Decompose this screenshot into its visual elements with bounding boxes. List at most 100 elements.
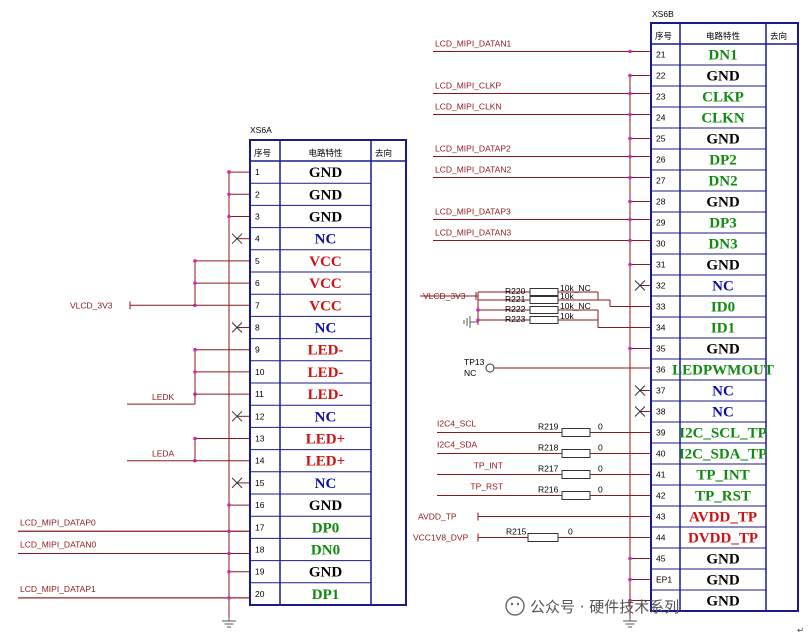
xs6a-signal-name: NC bbox=[315, 232, 337, 248]
xs6b-signal-name: NC bbox=[712, 279, 734, 295]
xs6b-signal-name: LEDPWMOUT bbox=[672, 363, 774, 379]
xs6b-signal-name: CLKN bbox=[701, 111, 745, 127]
xs6a-signal-name: LED+ bbox=[306, 432, 345, 448]
junction-dot bbox=[628, 346, 632, 351]
resistor-value: 10k_NC bbox=[560, 283, 591, 293]
wechat-icon bbox=[505, 596, 525, 616]
net-label: LCD_MIPI_DATAN1 bbox=[435, 39, 511, 49]
xs6a-signal-name: GND bbox=[309, 165, 343, 181]
xs6a-pin-number: 3 bbox=[255, 212, 260, 222]
junction-dot bbox=[628, 154, 632, 159]
resistor-body bbox=[527, 533, 559, 542]
net-label: TP_RST bbox=[470, 482, 503, 492]
wechat-icon-eye bbox=[516, 602, 520, 606]
resistor-ref: R223 bbox=[505, 314, 526, 324]
net-label: LEDK bbox=[152, 392, 175, 402]
xs6a-signal-name: LED- bbox=[308, 343, 344, 359]
resistor-value: 10k bbox=[560, 291, 574, 301]
xs6b-signal-name: GND bbox=[706, 195, 740, 211]
xs6b-pin-number: 37 bbox=[656, 386, 666, 396]
xs6a-header-cell: 序号 bbox=[254, 148, 271, 159]
xs6b-header-cell: 去向 bbox=[770, 31, 787, 42]
resistor-body bbox=[561, 470, 591, 479]
xs6a-signal-name: VCC bbox=[309, 276, 342, 292]
xs6a-signal-name: DP1 bbox=[312, 587, 340, 603]
net-label: VCC1V8_DVP bbox=[413, 533, 469, 543]
net-label: VLCD_3V3 bbox=[423, 291, 466, 301]
resistor-body bbox=[529, 296, 559, 304]
xs6b-pin-number: 43 bbox=[656, 512, 666, 522]
xs6a-pin-number: 14 bbox=[255, 456, 265, 466]
xs6b-signal-name: GND bbox=[706, 342, 740, 358]
resistor-body bbox=[561, 449, 591, 458]
xs6b-signal-name: DN3 bbox=[708, 237, 737, 253]
xs6b-pin-number: 24 bbox=[656, 113, 666, 123]
xs6a-pin-number: 17 bbox=[255, 522, 265, 532]
return-glyph: ↵ bbox=[797, 625, 804, 635]
junction-dot bbox=[227, 192, 231, 197]
xs6b-signal-name: GND bbox=[706, 594, 740, 610]
xs6a-signal-name: VCC bbox=[309, 254, 342, 270]
junction-dot bbox=[628, 199, 632, 204]
junction-dot bbox=[193, 281, 197, 285]
xs6b-pin-number: 36 bbox=[656, 365, 666, 375]
xs6a-signal-name: NC bbox=[315, 476, 337, 492]
xs6a-pin-number: 9 bbox=[255, 345, 260, 355]
xs6a-title: XS6A bbox=[250, 125, 272, 135]
resistor-value: 0 bbox=[598, 422, 603, 432]
resistor-ref: R215 bbox=[506, 527, 527, 537]
xs6a-pin-number: 10 bbox=[255, 367, 265, 377]
xs6a-header-cell: 电路特性 bbox=[308, 148, 343, 159]
xs6b-pin-number: 28 bbox=[656, 197, 666, 207]
junction-dot bbox=[476, 308, 480, 312]
net-label: LCD_MIPI_CLKP bbox=[435, 81, 501, 91]
junction-dot bbox=[227, 170, 231, 174]
xs6b-pin-number: 29 bbox=[656, 218, 666, 228]
xs6b-title: XS6B bbox=[652, 9, 674, 19]
xs6a-signal-name: GND bbox=[309, 187, 343, 203]
xs6b-signal-name: AVDD_TP bbox=[689, 510, 757, 526]
testpoint-value: NC bbox=[464, 368, 476, 378]
xs6a-pin-number: 13 bbox=[255, 434, 265, 444]
xs6a-pin-number: 16 bbox=[255, 500, 265, 510]
xs6b-pin-number: 34 bbox=[656, 323, 666, 333]
xs6b-pin-number: 32 bbox=[656, 281, 666, 291]
resistor-value: 0 bbox=[598, 464, 603, 474]
xs6a-pin-number: 20 bbox=[255, 589, 265, 599]
xs6b-header-cell: 电路特性 bbox=[706, 31, 741, 42]
xs6b-pin-number: 39 bbox=[656, 428, 666, 438]
xs6b-pin-number: 33 bbox=[656, 302, 666, 312]
net-label: I2C4_SDA bbox=[437, 440, 477, 450]
nc-marker bbox=[231, 322, 243, 333]
xs6b-signal-name: I2C_SDA_TP bbox=[679, 447, 767, 463]
junction-dot bbox=[628, 175, 632, 180]
junction-dot bbox=[628, 262, 632, 267]
junction-dot bbox=[628, 112, 632, 117]
junction-dot bbox=[227, 503, 231, 507]
resistor-value: 0 bbox=[598, 485, 603, 495]
xs6b-signal-name: DP2 bbox=[709, 153, 737, 169]
nc-marker bbox=[634, 385, 646, 396]
watermark-text: 公众号 · 硬件技术系列 bbox=[530, 598, 679, 616]
junction-dot bbox=[227, 569, 231, 574]
junction-dot bbox=[227, 529, 231, 534]
resistor-body bbox=[529, 316, 559, 324]
xs6b-signal-name: TP_INT bbox=[696, 468, 749, 484]
xs6a-pin-number: 7 bbox=[255, 300, 260, 310]
resistor-value: 0 bbox=[568, 527, 573, 537]
junction-dot bbox=[193, 370, 197, 374]
resistor-value: 10k bbox=[560, 311, 574, 321]
nc-marker bbox=[634, 406, 646, 417]
junction-dot bbox=[628, 556, 632, 561]
xs6b-pin-number: 26 bbox=[656, 155, 666, 165]
nc-marker bbox=[634, 280, 646, 291]
xs6b-signal-name: NC bbox=[712, 384, 734, 400]
xs6b-signal-name: ID1 bbox=[711, 321, 735, 337]
xs6b-pin-number: EP1 bbox=[656, 575, 672, 585]
xs6b-pin-number: 41 bbox=[656, 470, 666, 480]
junction-dot bbox=[227, 596, 231, 600]
net-label: AVDD_TP bbox=[418, 512, 457, 522]
xs6b-signal-name: NC bbox=[712, 405, 734, 421]
xs6a-signal-name: NC bbox=[315, 321, 337, 337]
